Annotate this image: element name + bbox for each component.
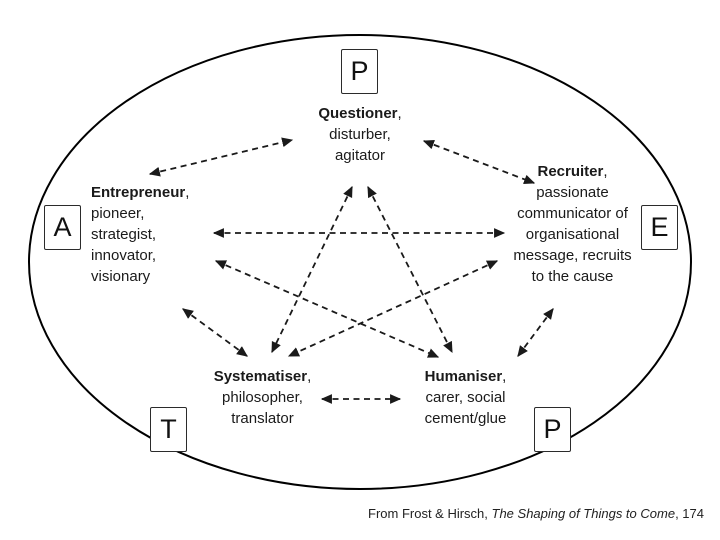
node-recruiter-line: to the cause <box>531 268 614 285</box>
node-recruiter-title: Recruiter, <box>537 163 608 180</box>
connection-questioner-systematiser <box>271 185 353 354</box>
node-entrepreneur-title: Entrepreneur, <box>91 184 190 201</box>
letter-box-p-top: P <box>341 49 378 94</box>
connection-questioner-recruiter <box>422 139 536 185</box>
node-recruiter-line: communicator of <box>517 205 628 222</box>
connection-questioner-humaniser <box>367 185 453 354</box>
letter-box-e-right: E <box>641 205 678 250</box>
node-systematiser-line: philosopher, <box>222 389 303 406</box>
connection-entrepreneur-questioner <box>148 137 294 177</box>
node-recruiter-line: message, recruits <box>513 247 632 264</box>
connection-entrepreneur-humaniser <box>214 260 440 358</box>
node-entrepreneur: Entrepreneur, pioneer, strategist, innov… <box>91 182 221 287</box>
citation: From Frost & Hirsch, The Shaping of Thin… <box>368 506 704 521</box>
node-humaniser: Humaniser, carer, social cement/glue <box>398 366 533 429</box>
connections-layer <box>148 137 554 404</box>
citation-prefix: From Frost & Hirsch, <box>368 506 492 521</box>
node-recruiter: Recruiter, passionate communicator of or… <box>495 161 650 287</box>
connection-entrepreneur-systematiser <box>182 308 248 357</box>
connection-recruiter-humaniser <box>517 308 554 357</box>
node-questioner-title: Questioner, <box>318 105 402 122</box>
citation-book-title: The Shaping of Things to Come <box>491 506 676 521</box>
node-recruiter-line: passionate <box>536 184 609 201</box>
letter-box-p-bottom-right: P <box>534 407 571 452</box>
citation-suffix: , 174 <box>675 506 704 521</box>
letter-box-t-bottom-left: T <box>150 407 187 452</box>
node-entrepreneur-line: pioneer, <box>91 205 145 222</box>
node-recruiter-line: organisational <box>525 226 620 243</box>
node-humaniser-line: cement/glue <box>424 410 507 427</box>
node-entrepreneur-line: innovator, <box>91 247 157 264</box>
node-systematiser-title: Systematiser, <box>213 368 312 385</box>
letter-box-a-left: A <box>44 205 81 250</box>
boundary-ellipse <box>28 34 692 490</box>
node-questioner: Questioner, disturber, agitator <box>285 103 435 166</box>
node-humaniser-line: carer, social <box>425 389 506 406</box>
node-questioner-line: agitator <box>334 147 386 164</box>
node-systematiser: Systematiser, philosopher, translator <box>195 366 330 429</box>
node-entrepreneur-line: strategist, <box>91 226 157 243</box>
node-systematiser-line: translator <box>231 410 294 427</box>
node-entrepreneur-line: visionary <box>91 268 151 285</box>
node-questioner-line: disturber, <box>329 126 391 143</box>
connection-recruiter-systematiser <box>287 260 499 357</box>
node-humaniser-title: Humaniser, <box>424 368 507 385</box>
